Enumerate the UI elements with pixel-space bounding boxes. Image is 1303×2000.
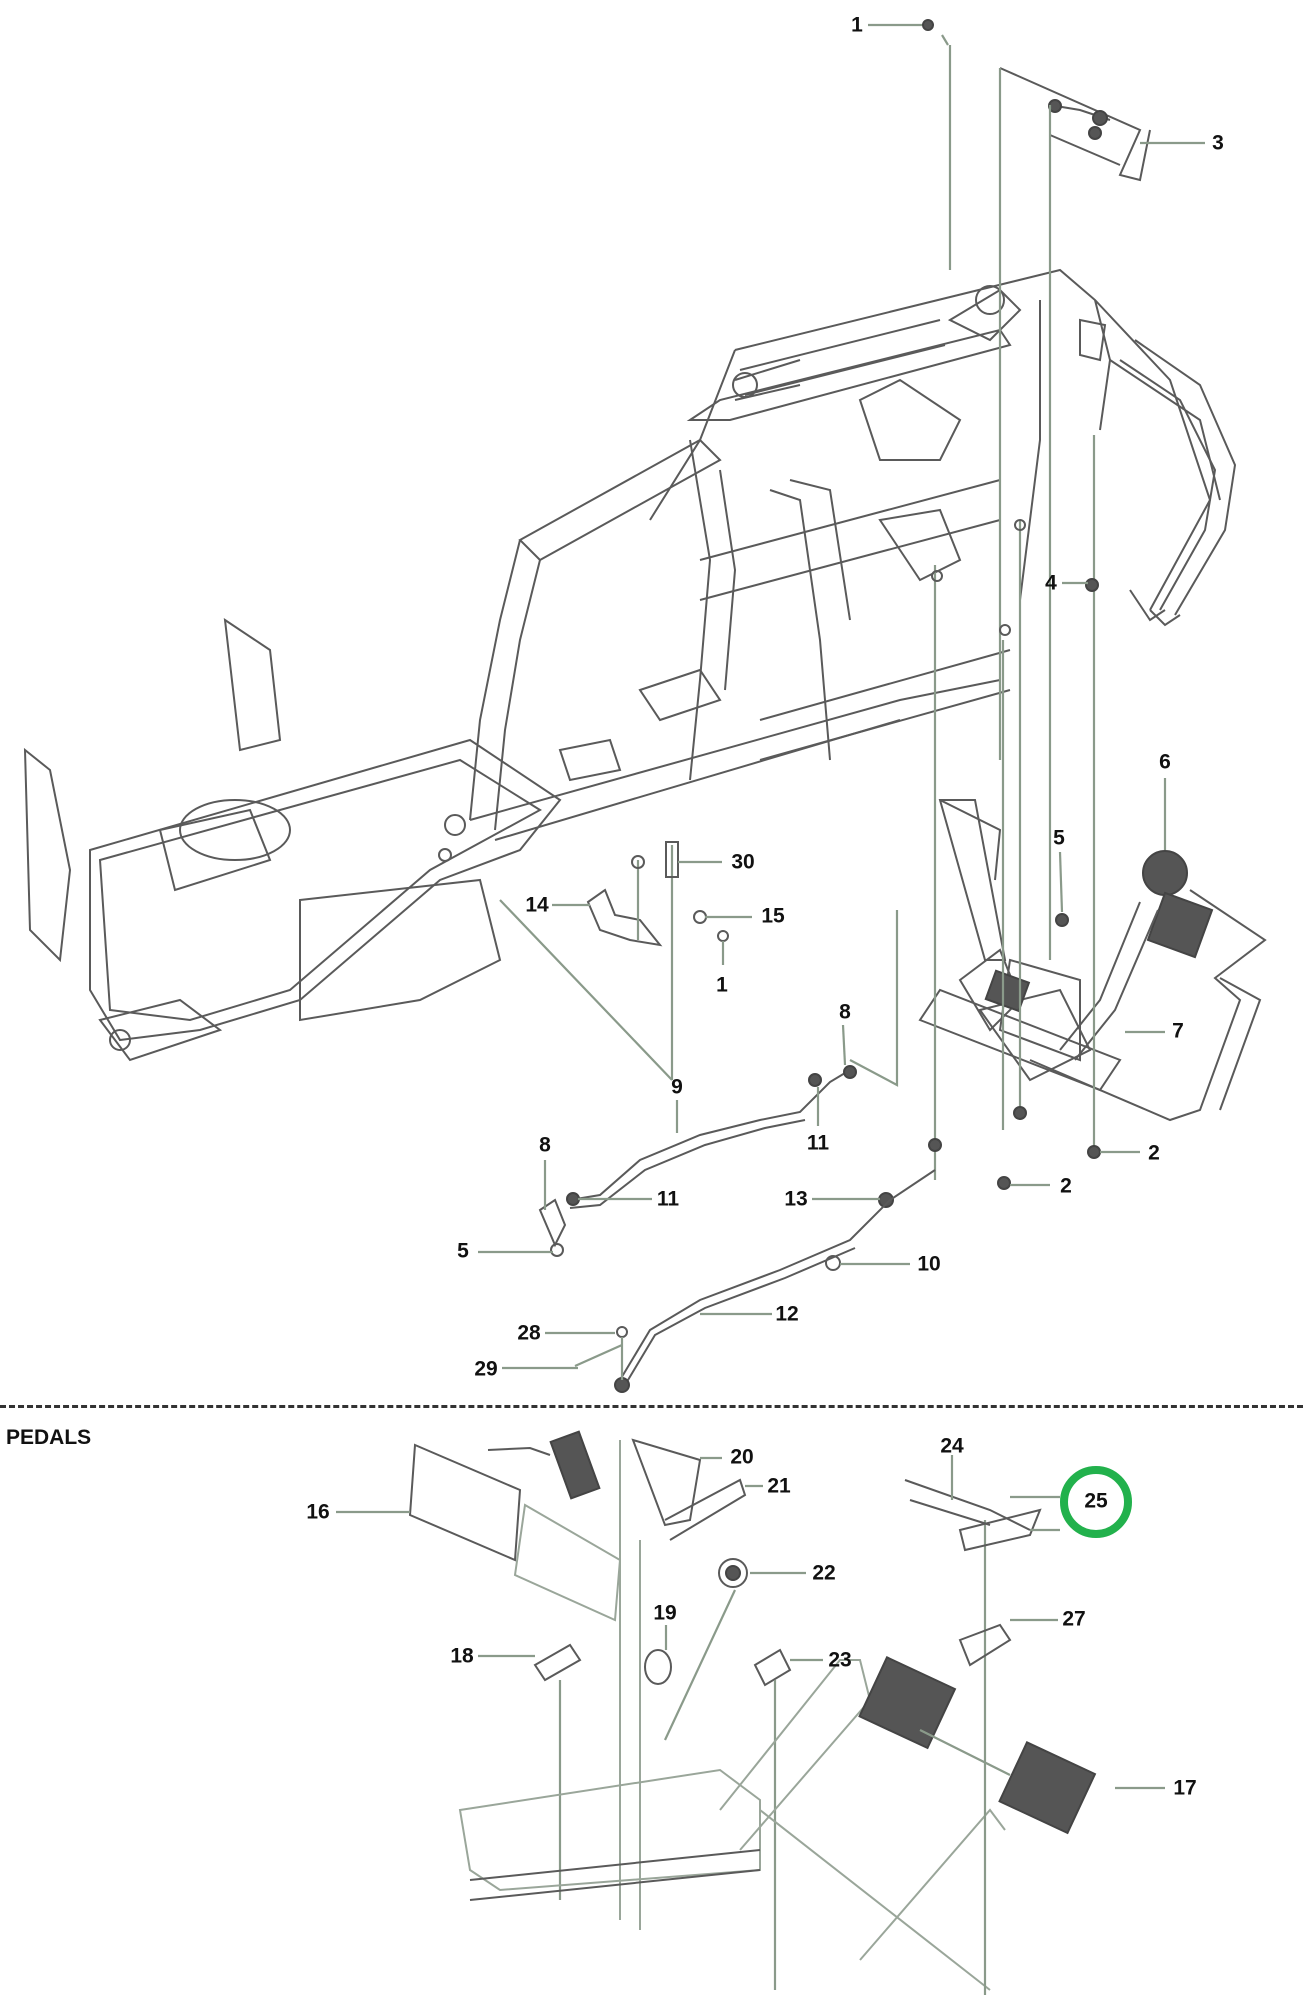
callout-27: 27 <box>1062 1607 1086 1631</box>
callout-6: 6 <box>1159 750 1171 774</box>
callout-2: 2 <box>1148 1141 1160 1165</box>
callout-2: 2 <box>1060 1174 1072 1198</box>
callout-13: 13 <box>784 1187 808 1211</box>
callout-3: 3 <box>1212 131 1224 155</box>
callout-22: 22 <box>812 1561 836 1585</box>
callout-11: 11 <box>656 1187 680 1211</box>
callout-14: 14 <box>525 893 549 917</box>
callout-25: 25 <box>1084 1489 1108 1513</box>
leader-lines <box>336 23 1205 1790</box>
callout-28: 28 <box>517 1321 541 1345</box>
callout-21: 21 <box>767 1474 791 1498</box>
callout-5: 5 <box>457 1239 469 1263</box>
callout-11: 11 <box>806 1131 830 1155</box>
callout-1: 1 <box>716 973 728 997</box>
highlight-circle <box>1060 1466 1132 1538</box>
callout-17: 17 <box>1173 1776 1197 1800</box>
callout-15: 15 <box>761 904 785 928</box>
section-title-pedals: PEDALS <box>6 1426 92 1449</box>
callout-8: 8 <box>839 1000 851 1024</box>
callout-30: 30 <box>731 850 755 874</box>
callout-8: 8 <box>539 1133 551 1157</box>
callout-16: 16 <box>306 1500 330 1524</box>
callout-12: 12 <box>775 1302 799 1326</box>
callout-1: 1 <box>851 13 863 37</box>
callout-23: 23 <box>828 1648 852 1672</box>
callout-5: 5 <box>1053 826 1065 850</box>
callout-29: 29 <box>474 1357 498 1381</box>
callout-10: 10 <box>917 1252 941 1276</box>
callout-9: 9 <box>671 1075 683 1099</box>
callout-24: 24 <box>940 1434 964 1458</box>
callout-7: 7 <box>1172 1019 1184 1043</box>
callout-18: 18 <box>450 1644 474 1668</box>
callout-19: 19 <box>653 1601 677 1625</box>
frame-assembly <box>23 19 1267 1190</box>
section-divider <box>0 1405 1303 1408</box>
cables <box>538 1065 936 1393</box>
callout-4: 4 <box>1045 571 1057 595</box>
pedals-assembly <box>408 1430 1097 1995</box>
callout-20: 20 <box>730 1445 754 1469</box>
